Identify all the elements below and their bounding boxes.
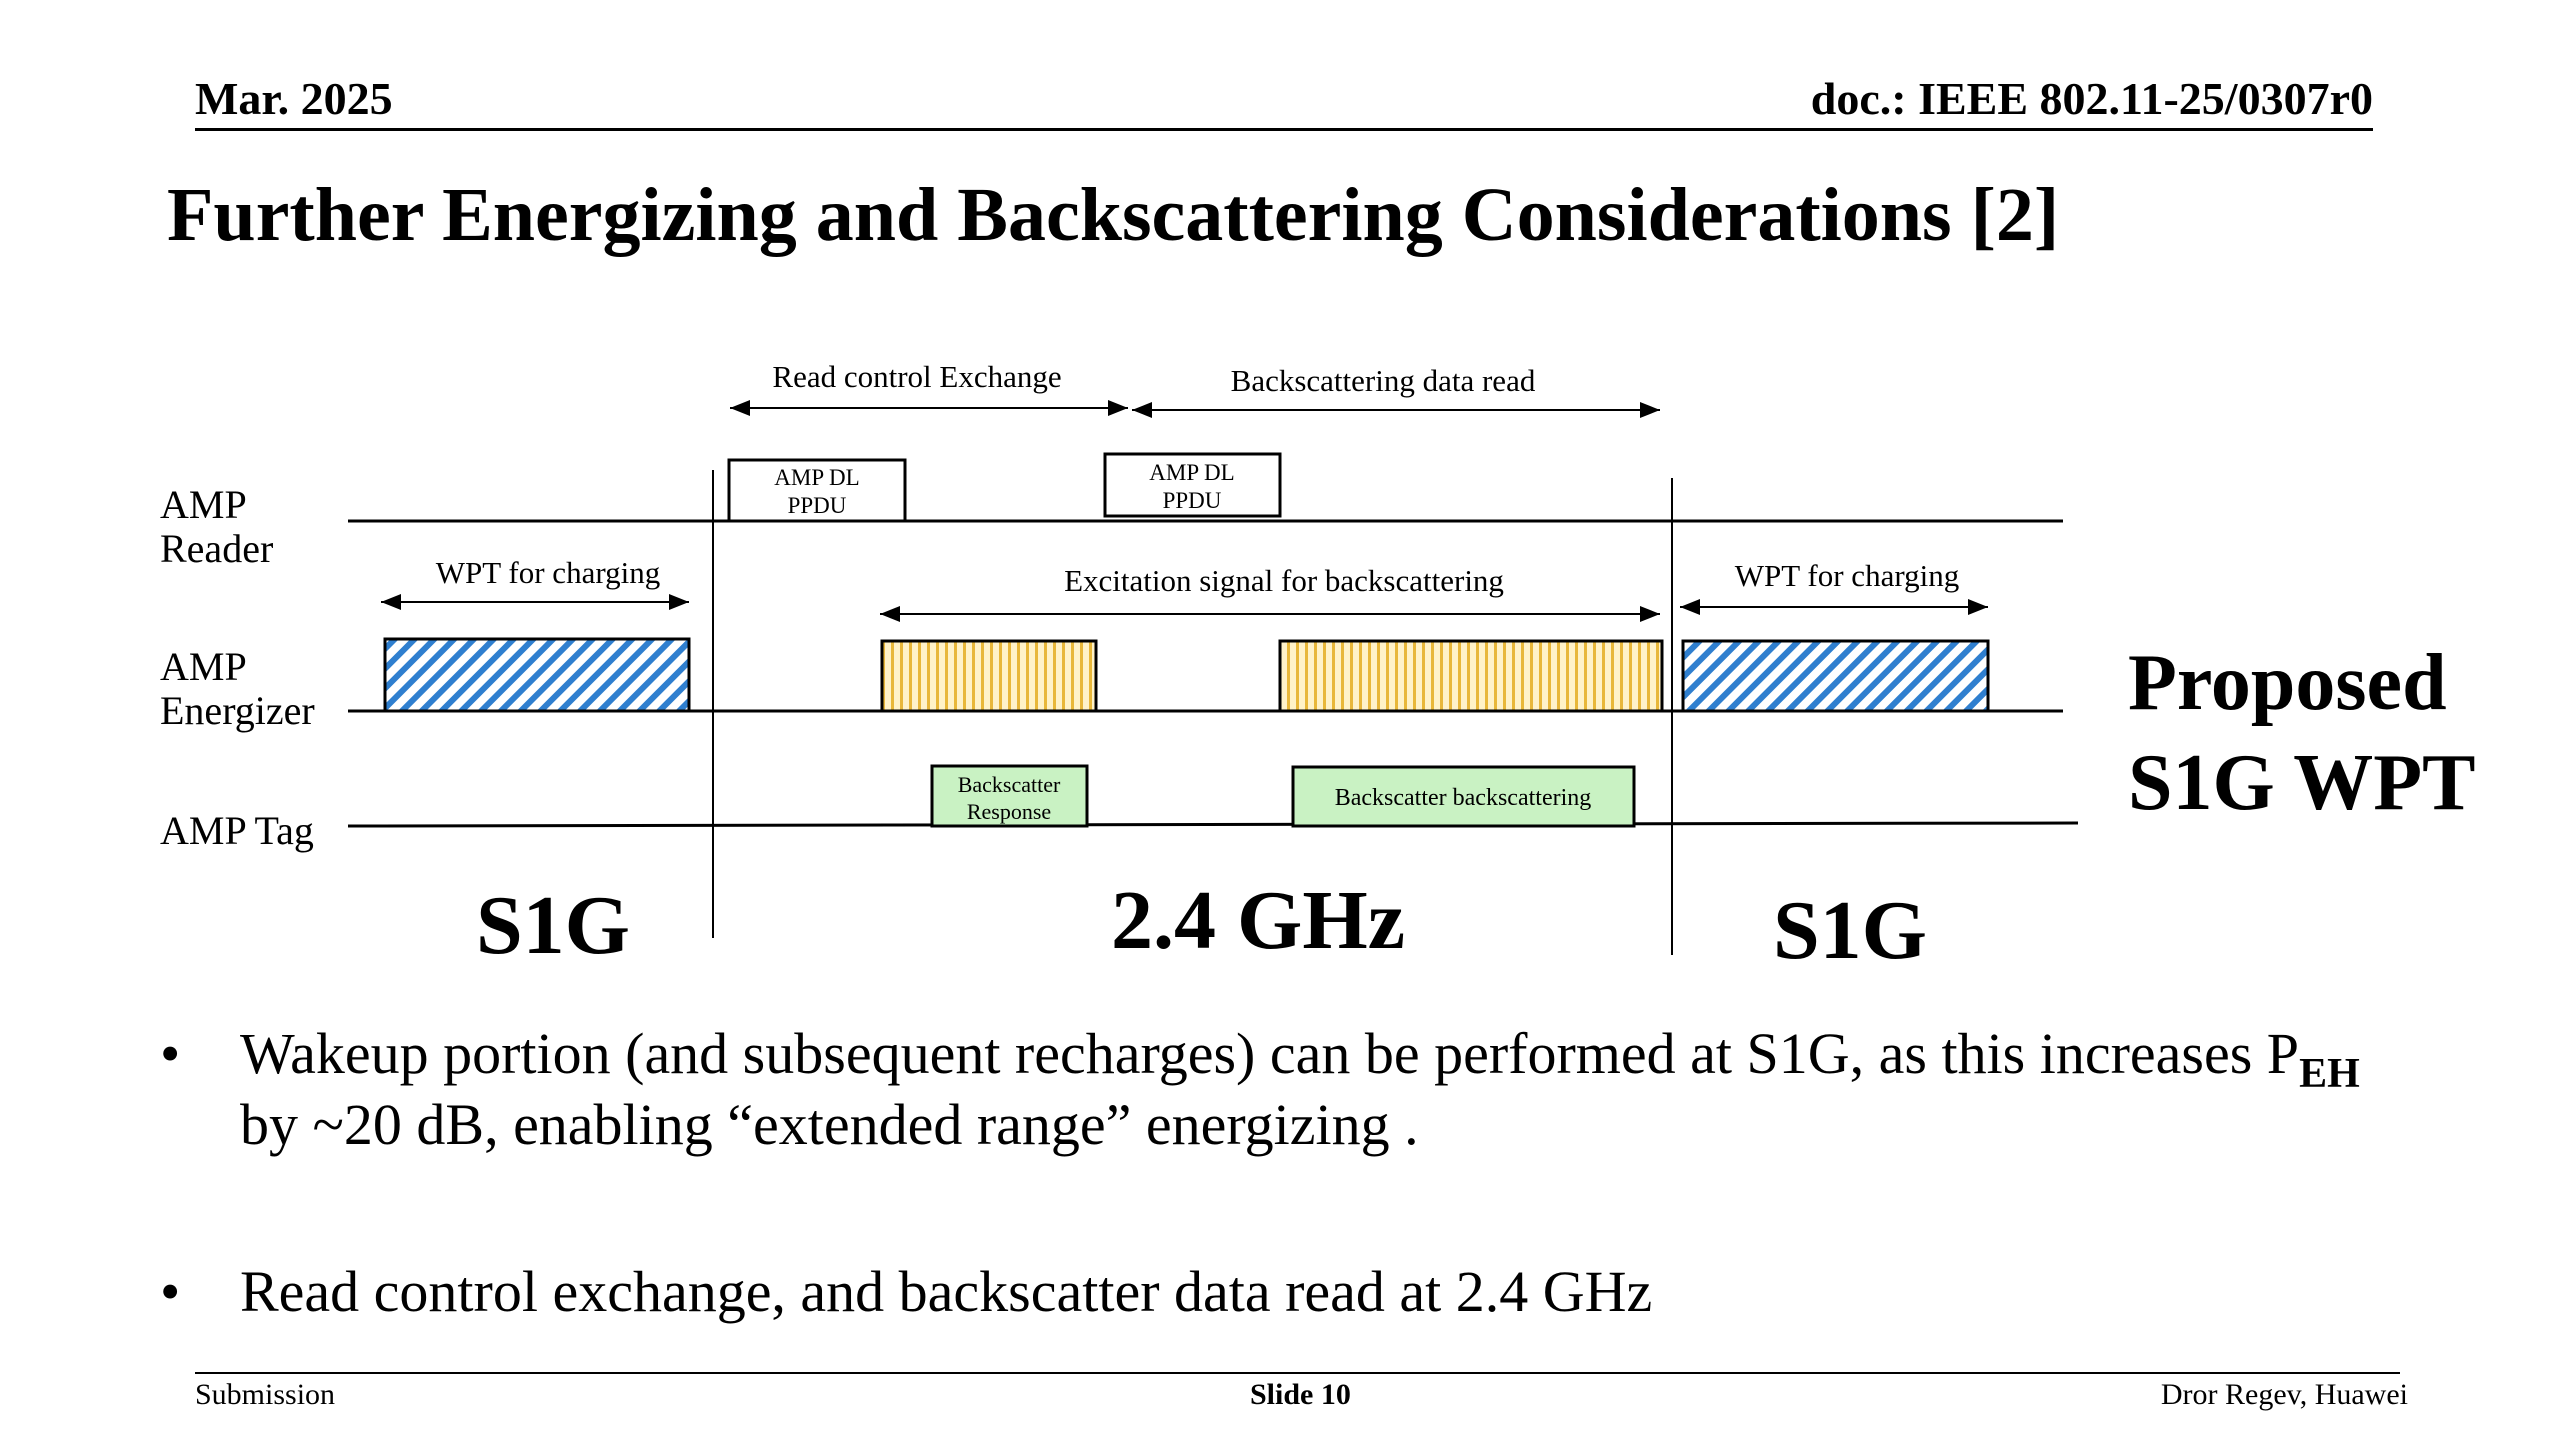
- ppdu-box-2-line2: PPDU: [1163, 488, 1222, 513]
- wpt-block-left: [383, 637, 691, 713]
- bullet-2-text: Read control exchange, and backscatter d…: [240, 1259, 1653, 1324]
- slide-title: Further Energizing and Backscattering Co…: [167, 173, 2060, 257]
- proposed-line1: Proposed: [2128, 639, 2447, 727]
- bullet-item-1: • Wakeup portion (and subsequent recharg…: [160, 1018, 2400, 1160]
- wpt-right-label: WPT for charging: [1735, 558, 1959, 593]
- backscatter-response-box: [930, 764, 1089, 828]
- read-control-label: Read control Exchange: [772, 359, 1061, 394]
- bullet-1-subscript: EH: [2299, 1051, 2360, 1097]
- row-label-energizer-1: AMP: [160, 644, 247, 689]
- ppdu-box-2: [1103, 452, 1282, 518]
- excitation-label: Excitation signal for backscattering: [1064, 563, 1504, 598]
- excitation-block-2: [1278, 639, 1664, 713]
- row-label-reader-1: AMP: [160, 482, 247, 527]
- footer-submission: Submission: [195, 1378, 336, 1411]
- ppdu-box-1: [727, 458, 907, 523]
- row-label-energizer-2: Energizer: [160, 688, 315, 733]
- wpt-left-label: WPT for charging: [436, 555, 660, 590]
- bullet-1-text: Wakeup portion (and subsequent recharges…: [240, 1021, 2300, 1086]
- backscatter-response-line2: Response: [967, 799, 1051, 824]
- backscatter-read-label: Backscattering data read: [1231, 363, 1536, 398]
- tag-timeline: [347, 821, 2079, 828]
- bullet-glyph: •: [160, 1259, 181, 1324]
- footer-author: Dror Regev, Huawei: [2160, 1378, 2408, 1411]
- header-doc-id: doc.: IEEE 802.11-25/0307r0: [1810, 73, 2373, 124]
- proposed-line2: S1G WPT: [2128, 739, 2476, 827]
- ppdu-box-2-line1: AMP DL: [1149, 460, 1234, 485]
- ppdu-box-1-line2: PPDU: [788, 493, 847, 518]
- wpt-block-right: [1681, 639, 1990, 713]
- excitation-block-1: [880, 639, 1098, 713]
- backscatter-backscattering-label: Backscatter backscattering: [1335, 785, 1592, 811]
- ppdu-box-1-line1: AMP DL: [774, 465, 859, 490]
- row-label-tag: AMP Tag: [160, 808, 314, 853]
- footer-divider: [195, 1372, 2400, 1374]
- bullet-list: • Wakeup portion (and subsequent recharg…: [160, 1018, 2400, 1327]
- header-divider: [195, 128, 2373, 131]
- backscatter-backscattering-box: [1291, 765, 1636, 828]
- proposed-callout: Proposed S1G WPT: [2128, 633, 2476, 833]
- bullet-glyph: •: [160, 1021, 181, 1086]
- backscatter-response-line1: Backscatter: [958, 772, 1061, 797]
- band-label-24ghz: 2.4 GHz: [1111, 874, 1405, 967]
- footer-slide-number: Slide 10: [1250, 1378, 1351, 1411]
- bullet-1-text-cont: by ~20 dB, enabling “extended range” ene…: [240, 1092, 1419, 1157]
- band-label-s1g-right: S1G: [1773, 884, 1927, 977]
- row-label-reader-2: Reader: [160, 526, 273, 571]
- timing-diagram: AMP Reader AMP Energizer AMP Tag Read co…: [160, 359, 2079, 977]
- bullet-item-2: • Read control exchange, and backscatter…: [160, 1256, 2400, 1327]
- band-label-s1g-left: S1G: [476, 879, 630, 972]
- header-date: Mar. 2025: [195, 73, 393, 124]
